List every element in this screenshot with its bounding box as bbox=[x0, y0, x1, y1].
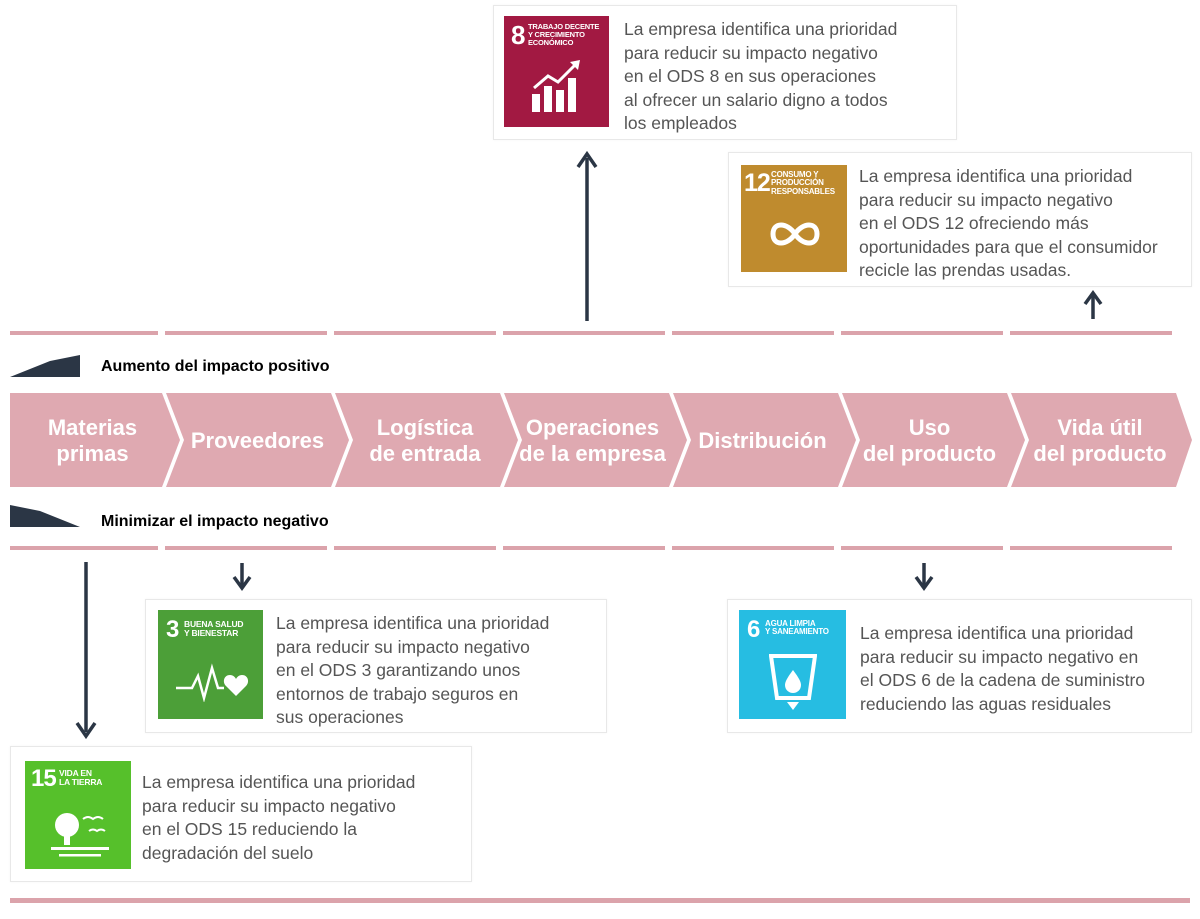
chevron-stage-2 bbox=[166, 393, 349, 487]
chevron-stage-4 bbox=[504, 393, 687, 487]
sdg8-card: 8 Trabajo decente y crecimiento económic… bbox=[493, 5, 957, 140]
sdg15-card: 15 Vida en la tierra La empresa identifi… bbox=[10, 746, 472, 882]
rule-segment bbox=[1010, 331, 1172, 335]
rule-segment bbox=[334, 546, 496, 550]
stage-label: Logística de entrada bbox=[369, 415, 481, 466]
chevron-stage-1 bbox=[10, 393, 180, 487]
sdg8-tile: 8 Trabajo decente y crecimiento económic… bbox=[504, 16, 609, 127]
sdg6-title: Agua limpia y saneamiento bbox=[765, 619, 829, 637]
chevron-stage-6 bbox=[842, 393, 1025, 487]
legend-negative: Minimizar el impacto negativo bbox=[101, 513, 329, 530]
rule-segment bbox=[841, 331, 1003, 335]
rule-segment bbox=[10, 546, 158, 550]
sdg8-number: 8 bbox=[511, 20, 526, 50]
sdg12-description: La empresa identifica una prioridad para… bbox=[859, 166, 1158, 280]
up-arrow-icon bbox=[1083, 290, 1103, 319]
rule-segment bbox=[334, 331, 496, 335]
tree-birds-icon bbox=[51, 813, 109, 857]
chevron-stage-7 bbox=[1011, 393, 1192, 487]
bottom-rule bbox=[10, 898, 1190, 903]
sdg3-card: 3 Buena salud y bienestar La empresa ide… bbox=[145, 599, 607, 733]
rule-segment bbox=[841, 546, 1003, 550]
sdg15-title: Vida en la tierra bbox=[59, 768, 103, 787]
heartbeat-icon bbox=[176, 663, 249, 702]
increasing-wedge-icon bbox=[10, 355, 80, 377]
sdg6-tile: 6 Agua limpia y saneamiento bbox=[739, 610, 846, 719]
sdg3-tile: 3 Buena salud y bienestar bbox=[158, 610, 263, 719]
growth-chart-icon bbox=[532, 60, 580, 112]
rule-segment bbox=[672, 331, 834, 335]
down-arrow-icon bbox=[75, 562, 97, 740]
rule-segment bbox=[165, 331, 327, 335]
sdg15-description: La empresa identifica una prioridad para… bbox=[142, 772, 416, 863]
rule-segment bbox=[503, 331, 665, 335]
sdg15-tile: 15 Vida en la tierra bbox=[25, 761, 131, 869]
value-chain bbox=[10, 393, 1192, 487]
chevron-stage-5 bbox=[673, 393, 856, 487]
stage-label: Proveedores bbox=[190, 428, 325, 453]
rule-segment bbox=[672, 546, 834, 550]
stage-label: Vida útil del producto bbox=[1033, 415, 1167, 466]
rule-segment bbox=[165, 546, 327, 550]
rule-segment bbox=[10, 331, 158, 335]
stage-label: Materias primas bbox=[47, 415, 138, 466]
sdg6-description: La empresa identifica una prioridad para… bbox=[860, 623, 1146, 714]
down-arrow-icon bbox=[232, 563, 252, 591]
rule-segment bbox=[1010, 546, 1172, 550]
rule-segment bbox=[503, 546, 665, 550]
water-glass-icon bbox=[769, 654, 817, 710]
up-arrow-icon bbox=[576, 150, 598, 321]
sdg3-description: La empresa identifica una prioridad para… bbox=[276, 613, 550, 727]
sdg3-number: 3 bbox=[166, 616, 179, 643]
stage-label: Operaciones de la empresa bbox=[519, 415, 666, 466]
sdg6-number: 6 bbox=[747, 616, 760, 643]
sdg6-card: 6 Agua limpia y saneamiento La empresa i… bbox=[727, 599, 1192, 733]
sdg12-number: 12 bbox=[744, 169, 771, 197]
sdg12-card: 12 Consumo y producción responsables La … bbox=[728, 152, 1192, 287]
decreasing-wedge-icon bbox=[10, 505, 80, 527]
stage-label: Distribución bbox=[698, 428, 827, 453]
chevron-stage-3 bbox=[335, 393, 518, 487]
sdg12-title: Consumo y producción responsables bbox=[771, 170, 835, 196]
sdg3-title: Buena salud y bienestar bbox=[184, 619, 244, 638]
infinity-loop-icon bbox=[770, 222, 820, 246]
sdg8-description: La empresa identifica una prioridad para… bbox=[624, 19, 898, 133]
sdg15-number: 15 bbox=[31, 765, 57, 792]
sdg8-title: Trabajo decente y crecimiento económico bbox=[528, 22, 600, 47]
down-arrow-icon bbox=[914, 563, 934, 591]
legend-positive: Aumento del impacto positivo bbox=[101, 358, 330, 375]
stage-label: Uso del producto bbox=[862, 415, 997, 466]
sdg12-tile: 12 Consumo y producción responsables bbox=[741, 165, 847, 272]
